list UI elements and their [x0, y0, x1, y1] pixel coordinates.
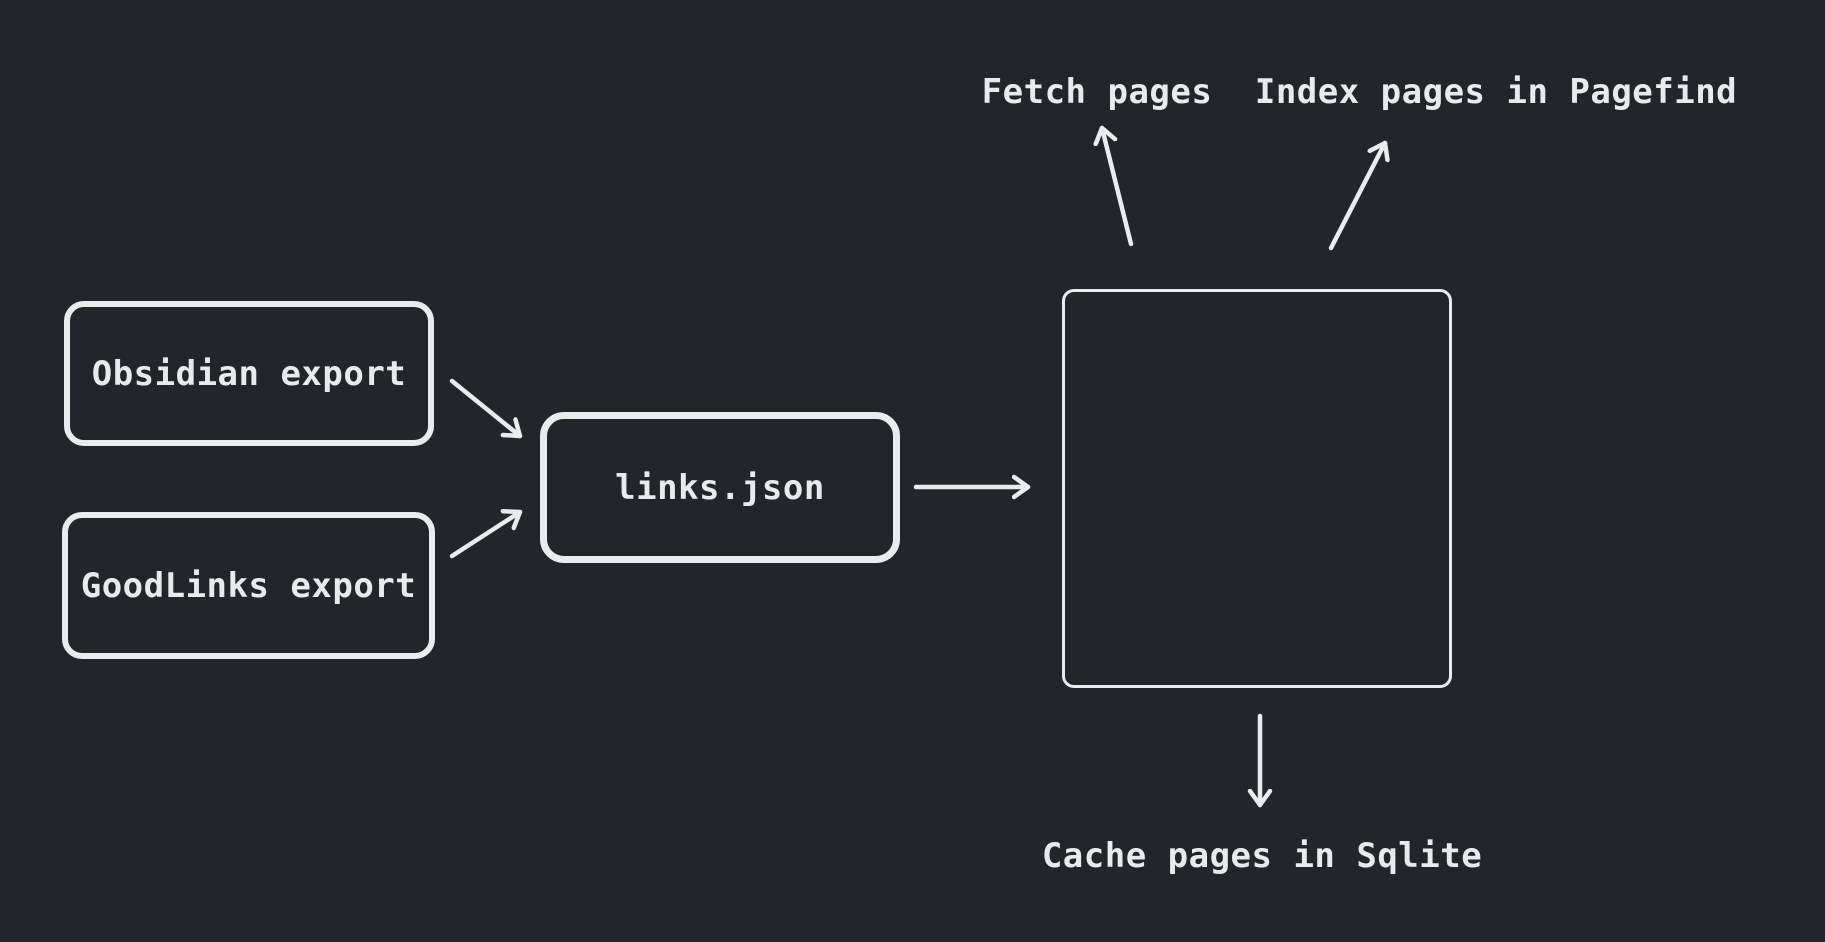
node-links-json-label: links.json — [615, 467, 825, 508]
arrow-pipeline-to-index-pages — [1328, 140, 1385, 251]
node-links-json: links.json — [540, 412, 900, 563]
annotation-index-pages-in-pagefind: Index pages in Pagefind — [1254, 72, 1738, 112]
node-obsidian-export: Obsidian export — [64, 301, 434, 446]
annotation-fetch-pages: Fetch pages — [981, 72, 1213, 112]
arrow-pipeline-to-fetch-pages — [1102, 125, 1134, 247]
node-pipeline-box — [1062, 289, 1452, 688]
annotation-cache-pages-in-sqlite: Cache pages in Sqlite — [1041, 836, 1483, 876]
arrow-obsidian-to-linksjson — [449, 378, 523, 439]
node-obsidian-export-label: Obsidian export — [91, 353, 407, 394]
node-goodlinks-export-label: GoodLinks export — [80, 565, 417, 606]
arrow-goodlinks-to-linksjson — [449, 512, 523, 559]
node-goodlinks-export: GoodLinks export — [62, 512, 435, 659]
